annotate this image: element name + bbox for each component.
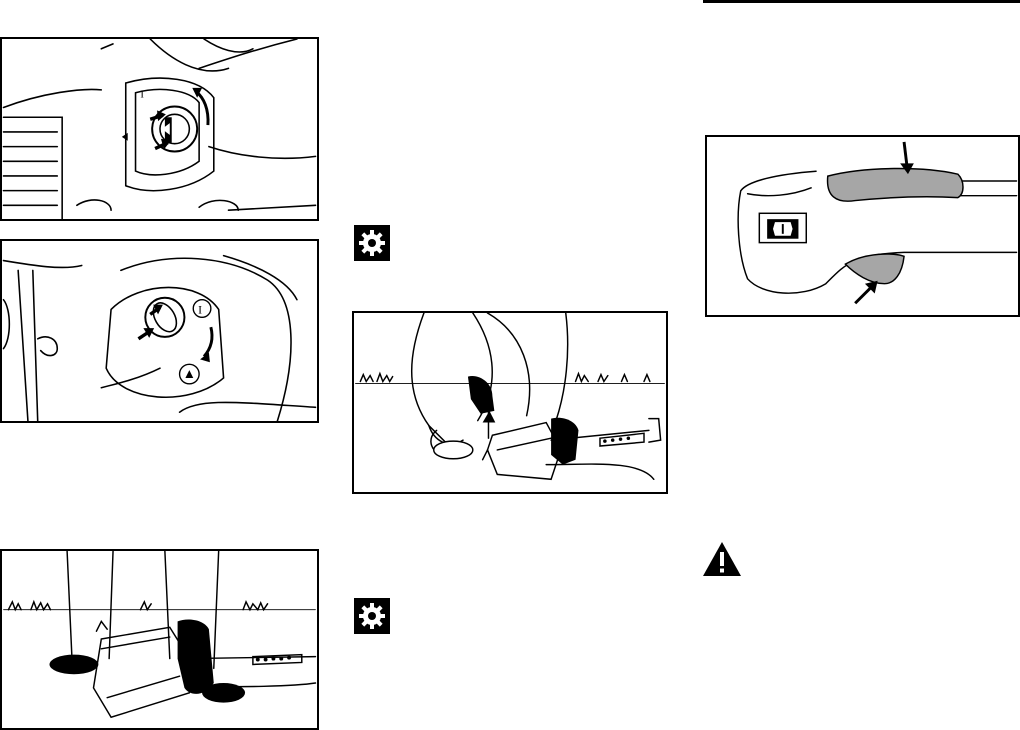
gear-icon bbox=[354, 225, 390, 261]
figure-trimmer-pull-start bbox=[352, 311, 668, 494]
figure-throttle-handle bbox=[705, 135, 1020, 317]
throttle-handle-illustration bbox=[707, 137, 1018, 315]
trimmer-pull-start-illustration bbox=[354, 313, 666, 492]
trimmer-start-position-illustration bbox=[2, 551, 317, 728]
open-mark: I bbox=[140, 89, 144, 101]
fuel-cap-open-illustration: I bbox=[2, 39, 317, 219]
figure-trimmer-on-ground bbox=[0, 549, 319, 730]
open-mark-2: I bbox=[198, 303, 202, 316]
fuel-cap-close-illustration: I bbox=[2, 241, 317, 421]
warning-triangle-icon bbox=[702, 541, 742, 577]
gear-icon-2 bbox=[354, 598, 390, 634]
figure-fuel-cap-open: I bbox=[0, 37, 319, 221]
figure-fuel-cap-close: I bbox=[0, 239, 319, 423]
top-right-rule bbox=[703, 0, 1020, 3]
